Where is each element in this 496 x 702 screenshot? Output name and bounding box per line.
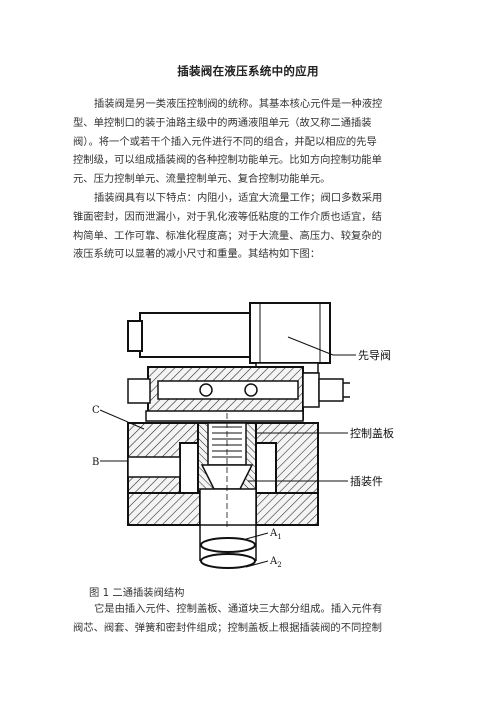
figure-caption: 图 1 二通插装阀结构 (89, 587, 185, 599)
label-area-a2-main: A (269, 556, 278, 567)
leader-lines (99, 336, 356, 568)
label-port-b: B (92, 457, 99, 468)
cartridge-insert (197, 413, 257, 529)
document-title: 插装阀在液压系统中的应用 (177, 64, 319, 78)
paragraph-composition: 它是由插入元件、控制盖板、通道块三大部分组成。插入元件有 阀芯、阀套、弹簧和密封… (73, 600, 423, 638)
text-line: 阀芯、阀套、弹簧和密封件组成；控制盖板上根据插装阀的不同控制 (73, 621, 382, 634)
text-line: 它是由插入元件、控制盖板、通道块三大部分组成。插入元件有 (94, 603, 383, 615)
label-area-a2: A2 (269, 556, 282, 569)
text-line: 控制级，可以组成插装阀的各种控制功能单元。比如方向控制功能单 (73, 154, 382, 167)
text-line: 液压系统可以显著的减小尺寸和重量。其结构如下图： (73, 248, 321, 261)
paragraph-intro: 插装阀是另一类液压控制阀的统称。其基本核心元件是一种液控 型、单控制口的装于油路… (73, 95, 423, 189)
label-port-c: C (92, 405, 100, 416)
cartridge-valve-diagram: 先导阀 控制盖板 插装件 C B A1 A2 (92, 302, 394, 569)
text-line: 插装阀是另一类液压控制阀的统称。其基本核心元件是一种液控 (94, 98, 383, 110)
port-a (199, 525, 257, 569)
label-control-cover: 控制盖板 (350, 426, 394, 440)
label-area-a1-main: A (269, 528, 278, 539)
control-cover-plate (127, 366, 350, 422)
label-pilot-valve: 先导阀 (358, 348, 391, 362)
text-line: 型、单控制口的装于油路主级中的两通液阻单元（故又称二通插装 (73, 116, 372, 129)
label-area-a2-sub: 2 (277, 561, 281, 569)
label-area-a1: A1 (269, 528, 282, 541)
paragraph-features: 插装阀具有以下特点：内阻小，适宜大流量工作；阀口多数采用 锥面密封，因而泄漏小，… (73, 189, 423, 264)
text-line: 阀）。将一个或若干个插入元件进行不同的组合，并配以相应的先导 (73, 135, 377, 148)
label-insert: 插装件 (350, 474, 383, 488)
text-line: 插装阀具有以下特点：内阻小，适宜大流量工作；阀口多数采用 (94, 192, 383, 204)
label-area-a1-sub: 1 (277, 533, 281, 541)
pilot-valve (127, 302, 331, 374)
text-line: 构简单、工作可靠、标准化程度高；对于大流量、高压力、较复杂的 (73, 229, 382, 242)
text-line: 锥面密封，因而泄漏小，对于乳化液等低粘度的工作介质也适宜，结 (73, 210, 382, 223)
text-line: 元、压力控制单元、流量控制单元、复合控制功能单元。 (73, 173, 331, 186)
